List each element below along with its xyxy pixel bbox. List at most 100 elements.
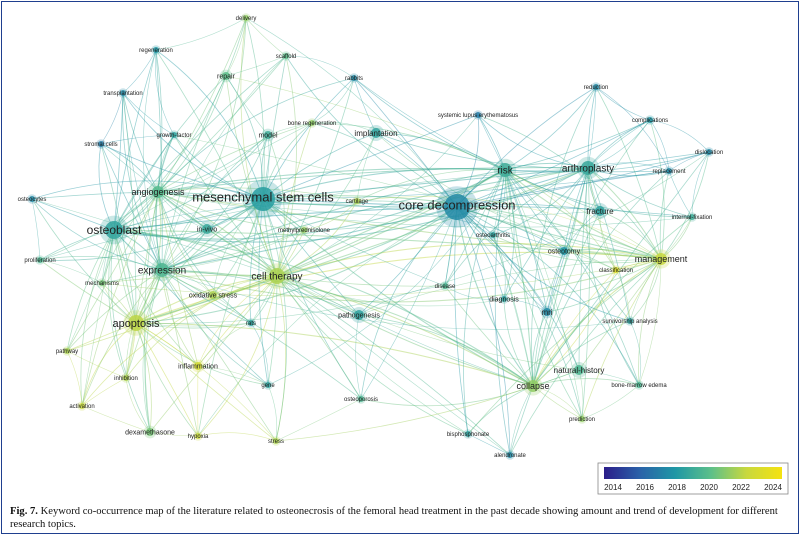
node-cartilage[interactable] <box>354 198 360 204</box>
node-model[interactable] <box>264 131 272 139</box>
node-osteoblast[interactable] <box>105 221 123 239</box>
edge <box>155 49 163 271</box>
edge <box>504 169 580 371</box>
node-core-decompression[interactable] <box>444 194 470 220</box>
node-bone-regeneration[interactable] <box>309 120 315 126</box>
node-systemic-lupus-erythematosus[interactable] <box>475 112 481 118</box>
node-inflammation[interactable] <box>194 362 202 370</box>
edge <box>197 275 278 367</box>
node-rats[interactable] <box>248 320 254 326</box>
node-rabbits[interactable] <box>351 75 357 81</box>
node-gene[interactable] <box>265 382 271 388</box>
node-in-vivo[interactable] <box>202 224 212 234</box>
node-mesenchymal-stem-cells[interactable] <box>251 187 275 211</box>
edge <box>659 170 670 260</box>
edge <box>113 198 264 231</box>
node-label-osteocytes: osteocytes <box>18 197 47 203</box>
node-implantation[interactable] <box>371 128 381 138</box>
node-risk[interactable] <box>498 163 512 177</box>
edge <box>355 314 362 400</box>
node-proliferation[interactable] <box>37 257 43 263</box>
edge <box>492 234 534 387</box>
edge <box>122 92 175 136</box>
node-natural-history[interactable] <box>574 365 584 375</box>
edge <box>353 77 506 171</box>
node-pathogenesis[interactable] <box>354 310 364 320</box>
edge <box>31 191 159 200</box>
edge <box>275 398 362 442</box>
node-inhibition[interactable] <box>123 375 129 381</box>
node-regeneration[interactable] <box>153 47 159 53</box>
edge <box>161 269 277 442</box>
node-cell-therapy[interactable] <box>269 268 285 284</box>
edge <box>135 206 458 324</box>
edge <box>161 269 534 387</box>
edge <box>456 167 589 208</box>
node-osteotomy[interactable] <box>560 247 568 255</box>
node-label-dislocation: dislocation <box>695 150 723 156</box>
node-pathway[interactable] <box>64 348 70 354</box>
node-growth-factor[interactable] <box>171 132 177 138</box>
node-oxidative-stress[interactable] <box>209 291 217 299</box>
node-dexamethasone[interactable] <box>146 428 154 436</box>
edge <box>113 49 157 231</box>
node-prediction[interactable] <box>579 416 585 422</box>
node-disease[interactable] <box>442 283 448 289</box>
node-collapse[interactable] <box>527 380 539 392</box>
node-methylprednisolone[interactable] <box>301 227 307 233</box>
node-osteoporosis[interactable] <box>358 396 364 402</box>
edge <box>157 77 355 193</box>
edge <box>81 275 278 407</box>
edge <box>81 377 127 407</box>
node-diagnosis[interactable] <box>501 296 507 302</box>
edge <box>66 350 83 407</box>
edge <box>161 229 305 271</box>
node-stress[interactable] <box>273 438 279 444</box>
node-replacement[interactable] <box>666 168 672 174</box>
node-mechanisms[interactable] <box>99 280 105 286</box>
edge <box>311 122 458 208</box>
node-survivorship-analysis[interactable] <box>627 318 633 324</box>
edge <box>494 169 511 456</box>
node-management[interactable] <box>655 253 667 265</box>
edge <box>587 162 670 172</box>
node-bisphosphonate[interactable] <box>465 431 471 437</box>
edge <box>615 269 631 322</box>
edge <box>39 191 159 261</box>
node-alendronate[interactable] <box>507 452 513 458</box>
node-fracture[interactable] <box>595 206 605 216</box>
node-osteoarthritis[interactable] <box>490 232 496 238</box>
node-arthroplasty[interactable] <box>581 161 595 175</box>
node-mri[interactable] <box>543 308 551 316</box>
edge <box>262 198 362 400</box>
edge <box>276 242 662 277</box>
node-classification[interactable] <box>613 267 619 273</box>
edge <box>360 206 458 400</box>
edge <box>39 198 264 261</box>
edge <box>100 143 159 193</box>
node-delivery[interactable] <box>243 15 249 21</box>
node-stromal-cells[interactable] <box>98 141 104 147</box>
node-reduction[interactable] <box>593 84 599 90</box>
node-apoptosis[interactable] <box>128 315 144 331</box>
node-osteocytes[interactable] <box>29 196 35 202</box>
edge <box>492 234 662 264</box>
node-scaffold[interactable] <box>283 53 289 59</box>
node-complications[interactable] <box>647 117 653 123</box>
node-internal-fixation[interactable] <box>689 214 695 220</box>
node-label-bone-marrow-edema: bone-marrow edema <box>611 383 667 389</box>
node-bone-marrow-edema[interactable] <box>636 382 642 388</box>
node-hypoxia[interactable] <box>195 433 201 439</box>
node-expression[interactable] <box>155 263 169 277</box>
node-dislocation[interactable] <box>706 149 712 155</box>
node-activation[interactable] <box>79 403 85 409</box>
node-repair[interactable] <box>222 72 230 80</box>
edge <box>245 17 287 57</box>
edge <box>113 203 565 252</box>
node-transplantation[interactable] <box>120 90 126 96</box>
node-angiogenesis[interactable] <box>152 186 164 198</box>
edge <box>375 132 589 169</box>
edge <box>492 234 506 300</box>
node-label-methylprednisolone: methylprednisolone <box>278 228 331 234</box>
edge <box>122 92 163 271</box>
